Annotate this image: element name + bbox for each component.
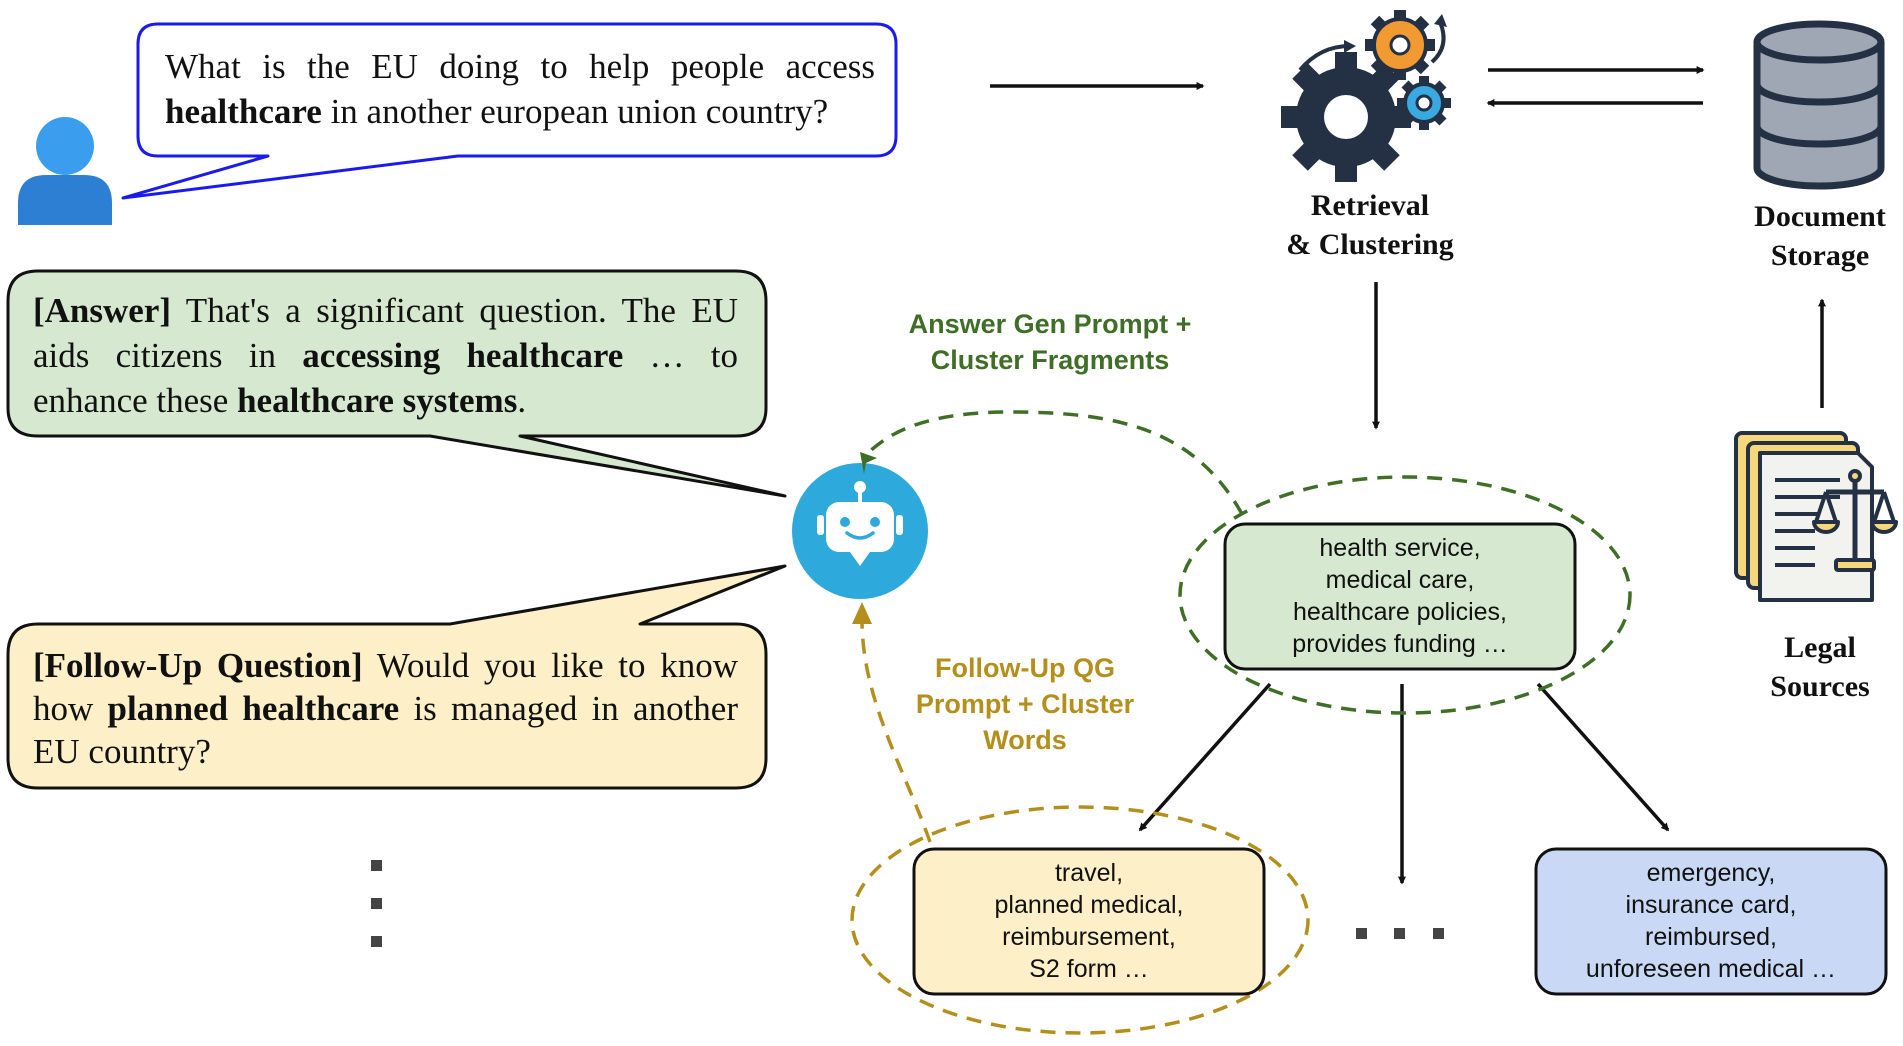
cluster-word: unforeseen medical … (1585, 955, 1837, 983)
robot-icon (792, 463, 928, 599)
cluster-word: medical care, (1325, 566, 1475, 594)
followup-question-text: [Follow-Up Question] Would you like to k… (33, 644, 738, 773)
cluster-word: insurance card, (1625, 891, 1797, 919)
database-icon (1753, 20, 1885, 190)
gears-icon (1281, 10, 1451, 182)
emphasis-text: [Follow-Up Question] (33, 646, 363, 685)
followup-qg-arrowhead (852, 602, 872, 624)
text-run: … to enhance these (33, 336, 738, 420)
cluster-word: provides funding … (1292, 630, 1508, 658)
continuation-dots-vertical (371, 860, 382, 947)
question-bubble (121, 22, 898, 200)
answer-gen-flow (863, 410, 1244, 515)
continuation-dots-horizontal (1356, 928, 1444, 939)
cluster-word: reimbursed, (1645, 923, 1777, 951)
cluster-word: healthcare policies, (1292, 598, 1507, 626)
text-run: is managed in another EU country? (33, 689, 738, 771)
main-cluster-words: health service, medical care, healthcare… (1225, 532, 1575, 660)
text-run: Would you like to know how (33, 646, 738, 728)
text-run: That's a significant question. The EU ai… (33, 291, 738, 375)
answer-bubble (6, 269, 787, 498)
followup-qg-flow (860, 619, 932, 843)
cluster-word: travel, (1054, 859, 1124, 887)
emphasis-text: [Answer] (33, 291, 172, 330)
followup-bubble (6, 564, 787, 790)
cluster-word: health service, (1319, 534, 1481, 562)
user-question-text: What is the EU doing to help people acce… (165, 44, 875, 134)
text-run: in another european union country? (321, 92, 829, 131)
answer-text: [Answer] That's a significant question. … (33, 288, 738, 423)
answer-gen-label: Answer Gen Prompt + Cluster Fragments (908, 309, 1192, 375)
cluster-word: reimbursement, (1002, 923, 1176, 951)
emphasis-text: healthcare (165, 92, 322, 131)
travel-cluster-ellipse (850, 805, 1310, 1035)
document-storage-label: Document Storage (1754, 200, 1886, 272)
arrow-to-emergency-cluster (1536, 682, 1670, 832)
travel-cluster-box (912, 847, 1266, 996)
followup-qg-label: Follow-Up QG Prompt + Cluster Words (915, 653, 1135, 755)
retrieval-label: Retrieval & Clustering (1286, 189, 1454, 261)
user-icon (18, 117, 112, 225)
emergency-cluster-box (1534, 847, 1888, 996)
main-cluster-ellipse (1178, 475, 1632, 715)
emphasis-text: healthcare systems (237, 381, 518, 420)
emergency-cluster-words: emergency, insurance card, reimbursed, u… (1536, 857, 1886, 985)
main-cluster-box (1223, 522, 1577, 671)
legal-sources-label: Legal Sources (1770, 631, 1870, 703)
emphasis-text: accessing healthcare (302, 336, 624, 375)
cluster-word: planned medical, (994, 891, 1184, 919)
arrow-to-travel-cluster (1138, 682, 1272, 832)
text-run: What is the EU doing to help people acce… (165, 47, 875, 86)
text-run: . (517, 381, 527, 420)
answer-gen-arrowhead (860, 452, 877, 474)
emphasis-text: planned healthcare (107, 689, 400, 728)
legal-documents-icon (1734, 431, 1898, 602)
cluster-word: S2 form … (1029, 955, 1149, 983)
travel-cluster-words: travel, planned medical, reimbursement, … (914, 857, 1264, 985)
cluster-word: emergency, (1646, 859, 1776, 887)
